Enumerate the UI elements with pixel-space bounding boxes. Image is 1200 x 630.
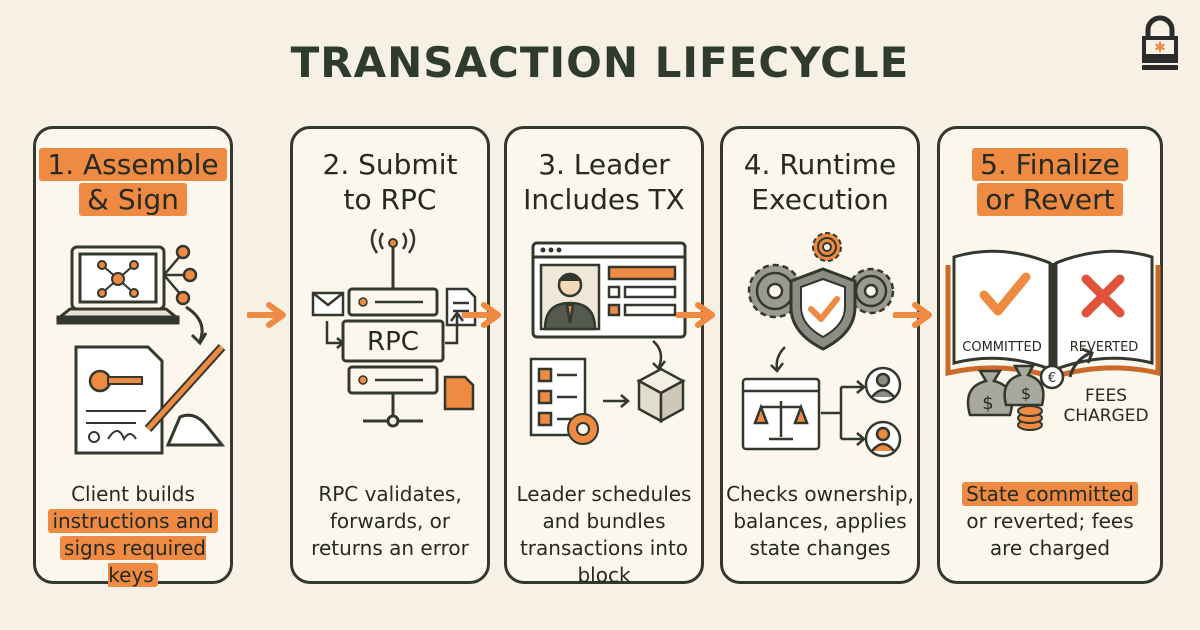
network-icon: [97, 260, 139, 298]
svg-text:€: €: [1048, 371, 1056, 386]
step-card-finalize: 5. Finalize or Revert COMMITTED REVERTED…: [937, 126, 1163, 584]
arrow-right-icon: [247, 302, 286, 328]
step-description: Client builds instructions and signs req…: [36, 481, 230, 589]
rpc-server-illustration: RPC: [311, 229, 477, 428]
step-description: Leader schedules and bundles transaction…: [516, 482, 692, 587]
error-document-icon: [443, 375, 475, 411]
step-title: 1. Assemble & Sign: [36, 147, 230, 217]
lock-logo-icon: ✱: [1142, 15, 1178, 70]
step-title: 3. Leader Includes TX: [523, 148, 685, 216]
pen-hand-icon: [144, 343, 226, 447]
leader-block-illustration: [529, 241, 687, 445]
arrow-right-icon: [893, 302, 932, 328]
svg-text:✱: ✱: [1154, 40, 1166, 56]
leader-avatar-icon: [539, 263, 601, 331]
step-description: Checks ownership, balances, applies stat…: [726, 482, 914, 560]
euro-coin-icon: [1039, 364, 1065, 390]
step-title: 4. Runtime Execution: [743, 148, 897, 216]
page-title: TRANSACTION LIFECYCLE: [290, 38, 910, 87]
coin-stack-icon: [1017, 405, 1043, 431]
rpc-label: RPC: [367, 327, 419, 357]
user-avatar-icon: [864, 420, 902, 458]
dollar-icon: $: [982, 393, 993, 414]
step-title: 5. Finalize or Revert: [940, 147, 1160, 217]
money-bag-icon: [966, 364, 1045, 417]
laptop-signing-illustration: [55, 244, 226, 455]
gear-icon: [812, 232, 842, 262]
arrow-right-icon: [462, 302, 501, 328]
balance-scale-icon: [741, 377, 821, 451]
runtime-execution-illustration: [741, 232, 902, 458]
step-description: RPC validates, forwards, or returns an e…: [311, 482, 469, 560]
ledger-fees-illustration: COMMITTED REVERTED $ $ € FEES CHARGED: [945, 249, 1161, 431]
user-avatar-icon: [864, 366, 902, 404]
committed-label: COMMITTED: [962, 340, 1041, 355]
step-card-runtime: 4. Runtime Execution: [720, 126, 920, 584]
antenna-icon: [370, 229, 416, 254]
document-key-icon: [74, 345, 164, 455]
arrow-right-icon: [676, 302, 715, 328]
gear-icon: [847, 267, 895, 315]
open-ledger-icon: [945, 249, 1161, 380]
gear-icon: [567, 413, 599, 445]
step-card-leader: 3. Leader Includes TX: [504, 126, 704, 587]
gear-icon: [747, 263, 803, 319]
reverted-label: REVERTED: [1070, 340, 1139, 355]
step-card-submit: 2. Submit to RPC RPC: [290, 126, 490, 584]
fees-label: FEES: [1085, 386, 1127, 406]
dollar-icon: $: [1021, 384, 1031, 403]
cross-icon: [1081, 274, 1125, 318]
step-description: State committed or reverted; fees are ch…: [940, 481, 1160, 562]
step-card-assemble: 1. Assemble & Sign: [33, 126, 233, 587]
envelope-icon: [311, 291, 345, 317]
step-title: 2. Submit to RPC: [322, 148, 458, 216]
charged-label: CHARGED: [1063, 406, 1148, 426]
checkmark-icon: [979, 272, 1031, 316]
block-cube-icon: [636, 367, 686, 424]
